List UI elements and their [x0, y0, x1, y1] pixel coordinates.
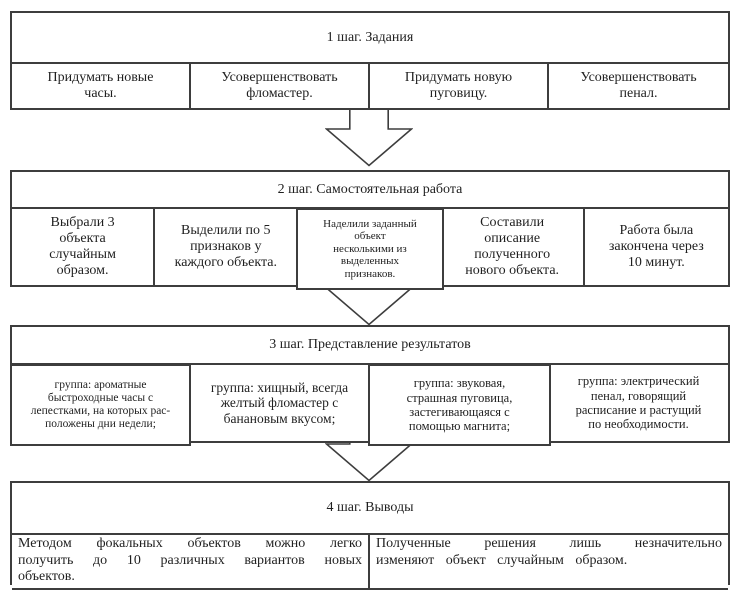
step4-cell-1: Методом фокальных объектов можно легко п…: [12, 535, 370, 590]
step2-cell-5: Работа была закончена через 10 минут.: [584, 209, 728, 285]
step3-cell-4: группа: электрический пенал, говорящий р…: [549, 365, 728, 441]
step2-cell-2: Выделили по 5 признаков у каждого объект…: [155, 209, 299, 285]
step2-cell-1: Выбрали 3 объекта случайным образом.: [12, 209, 156, 285]
step4-cell-row: Методом фокальных объектов можно легко п…: [12, 535, 728, 590]
step1-cell-2: Усовершенствовать фломастер.: [191, 64, 370, 108]
step1-cell-1: Придумать новые часы.: [12, 64, 191, 108]
step4-header: 4 шаг. Выводы: [12, 483, 728, 535]
step2-header: 2 шаг. Самостоятельная работа: [12, 172, 728, 209]
step2-block: 2 шаг. Самостоятельная работа Выбрали 3 …: [10, 170, 730, 290]
step3-cell-2: группа: хищный, всегда желтый фломастер …: [191, 365, 370, 441]
step3-cell-row: группа: ароматные быстроходные часы с ле…: [10, 364, 728, 446]
step2-cell-3: Наделили заданный объект несколькими из …: [296, 208, 444, 290]
step1-cell-row: Придумать новые часы. Усовершенствовать …: [12, 64, 728, 108]
step4-cell-2: Полученные решения лишь незначительно из…: [370, 535, 728, 590]
step4-block: 4 шаг. Выводы Методом фокальных объектов…: [10, 481, 730, 590]
step3-cell-3: группа: звуковая, страшная пуговица, зас…: [368, 364, 551, 446]
step2-cell-row: Выбрали 3 объекта случайным образом. Выд…: [12, 208, 728, 290]
step2-cell-4: Составили описание полученного нового об…: [441, 209, 585, 285]
step1-header: 1 шаг. Задания: [12, 13, 728, 64]
step1-cell-4: Усовершенствовать пенал.: [549, 64, 728, 108]
step3-block: 3 шаг. Представление результатов группа:…: [10, 325, 730, 446]
step1-cell-3: Придумать новую пуговицу.: [370, 64, 549, 108]
step1-block: 1 шаг. Задания Придумать новые часы. Усо…: [10, 11, 730, 110]
step3-header: 3 шаг. Представление результатов: [12, 327, 728, 365]
down-arrow-icon: [325, 110, 413, 167]
step3-cell-1: группа: ароматные быстроходные часы с ле…: [10, 364, 191, 446]
